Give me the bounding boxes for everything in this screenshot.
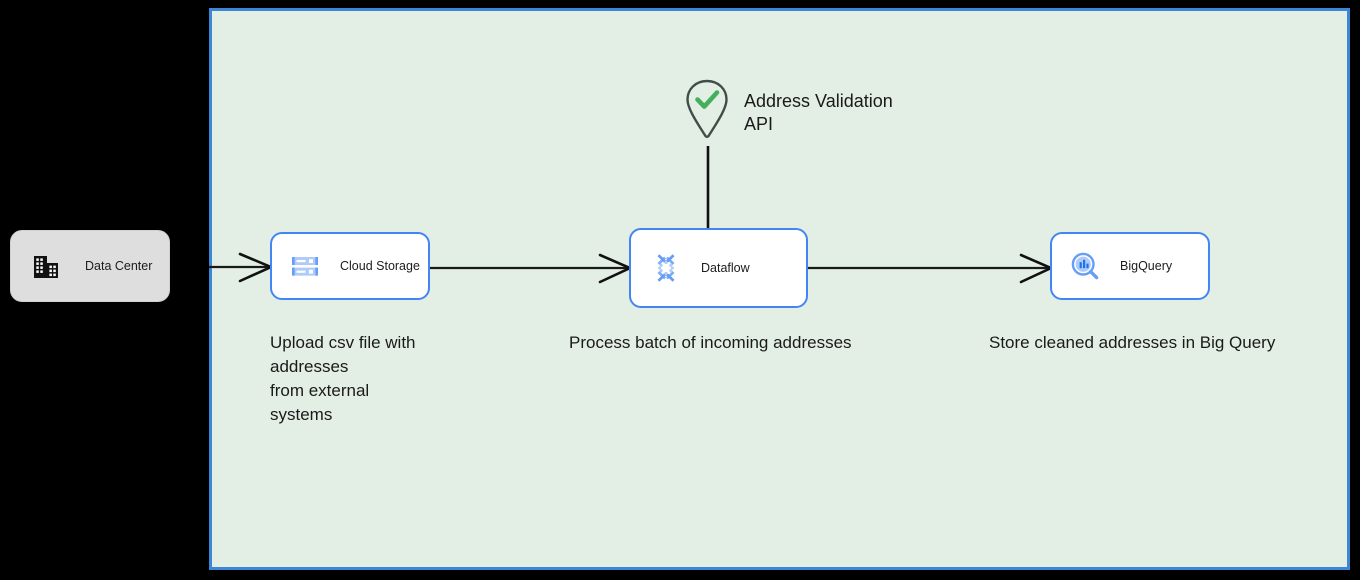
cloud-storage-icon	[290, 251, 320, 281]
caption-store: Store cleaned addresses in Big Query	[989, 333, 1276, 352]
node-data-center[interactable]: Data Center	[10, 230, 170, 302]
node-dataflow[interactable]: Dataflow	[629, 228, 808, 308]
data-center-label: Data Center	[85, 258, 153, 273]
node-cloud-storage[interactable]: Cloud Storage	[270, 232, 430, 300]
data-center-icon	[31, 251, 61, 281]
node-bigquery[interactable]: BigQuery	[1050, 232, 1210, 300]
location-pin-check-icon	[686, 79, 728, 138]
caption-process: Process batch of incoming addresses	[569, 333, 852, 352]
cloud-storage-label: Cloud Storage	[340, 258, 420, 273]
dataflow-icon	[651, 253, 681, 283]
bigquery-label: BigQuery	[1120, 258, 1173, 273]
bigquery-icon	[1070, 251, 1100, 281]
address-validation-api-label: Address Validation API	[744, 91, 893, 134]
caption-upload: Upload csv file with addresses from exte…	[270, 333, 416, 424]
node-address-validation-api[interactable]: Address Validation API	[684, 78, 893, 140]
dataflow-label: Dataflow	[701, 260, 750, 275]
